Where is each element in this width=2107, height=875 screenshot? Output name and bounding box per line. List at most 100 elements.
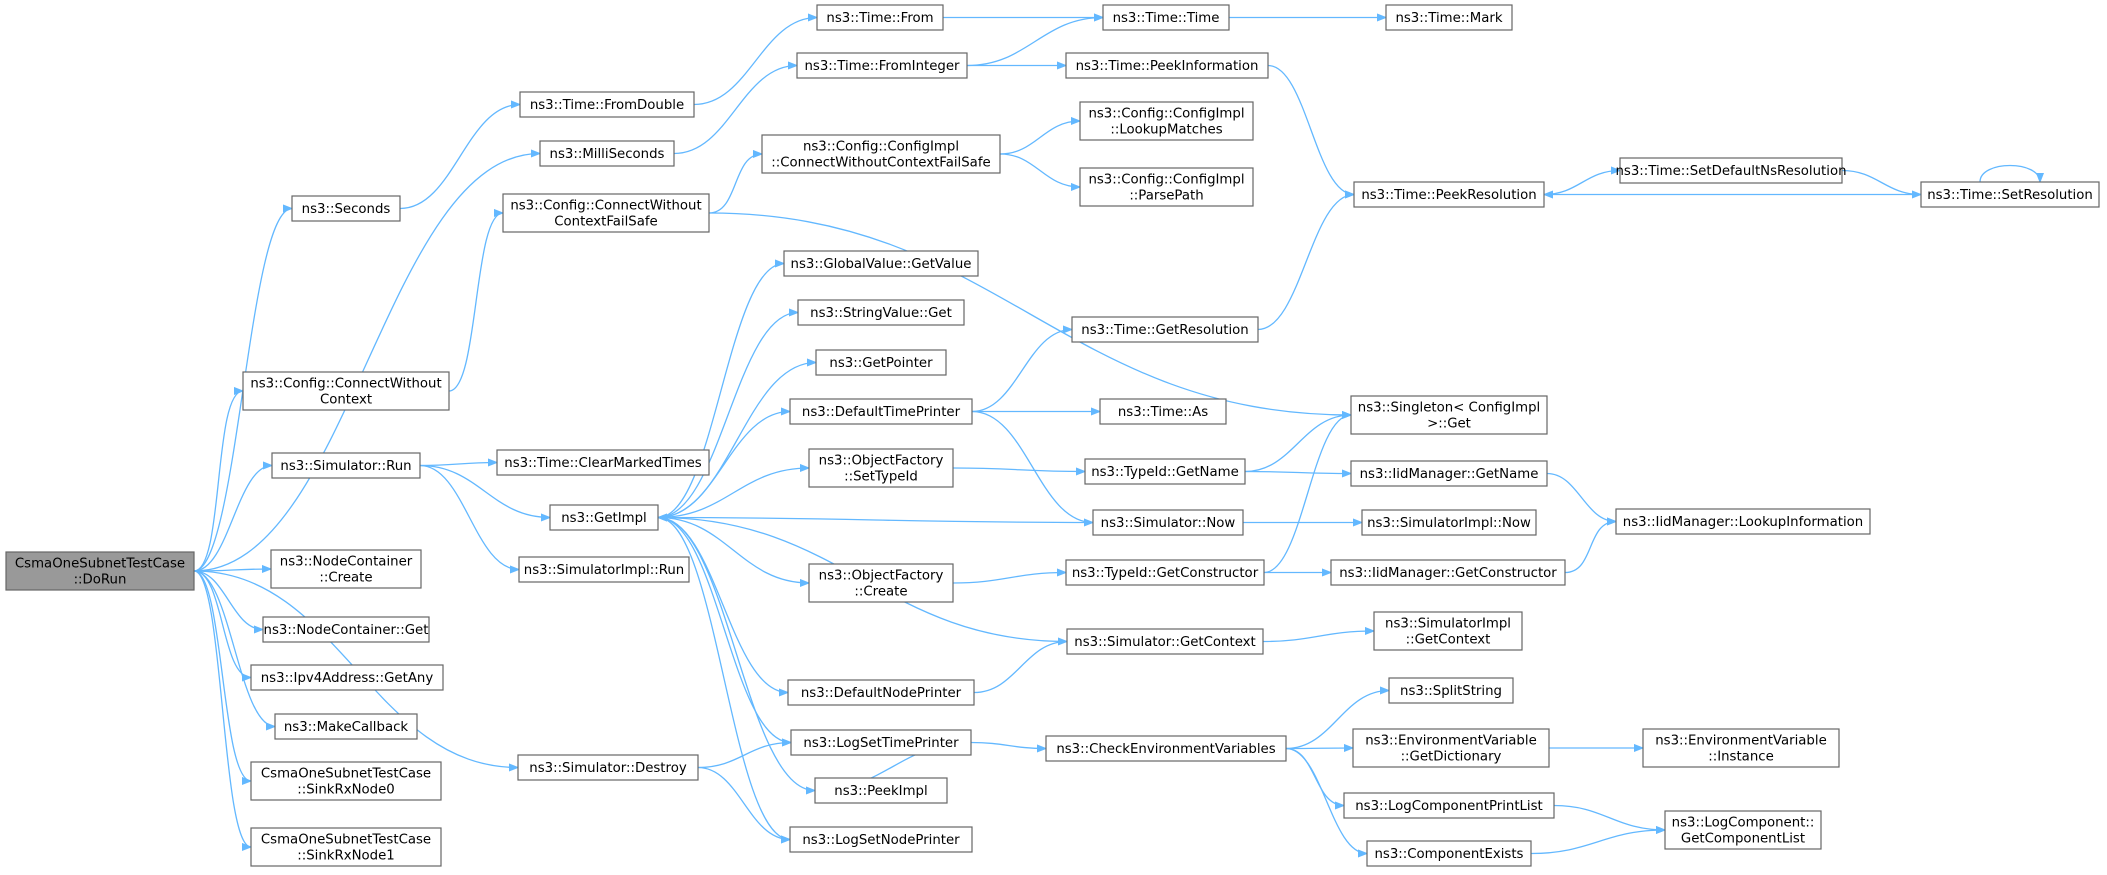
node-getimpl[interactable]: ns3::GetImpl bbox=[549, 504, 659, 531]
node-box[interactable] bbox=[787, 679, 975, 706]
node-iidgetctor[interactable]: ns3::IidManager::GetConstructor bbox=[1330, 559, 1566, 586]
node-box[interactable] bbox=[789, 398, 973, 425]
node-box[interactable] bbox=[1350, 460, 1548, 487]
node-box[interactable] bbox=[1045, 735, 1287, 762]
node-box[interactable] bbox=[1366, 840, 1532, 867]
node-box[interactable] bbox=[291, 195, 401, 222]
node-box[interactable] bbox=[1079, 167, 1254, 207]
node-frominteger[interactable]: ns3::Time::FromInteger bbox=[796, 52, 968, 79]
node-box[interactable] bbox=[262, 616, 430, 643]
node-box[interactable] bbox=[790, 729, 972, 756]
node-box[interactable] bbox=[1066, 628, 1264, 655]
node-box[interactable] bbox=[1350, 395, 1548, 435]
node-box[interactable] bbox=[1065, 52, 1269, 79]
node-ofsettypeid[interactable]: ns3::ObjectFactory::SetTypeId bbox=[808, 448, 954, 488]
node-simdestroy[interactable]: ns3::Simulator::Destroy bbox=[517, 754, 699, 781]
node-box[interactable] bbox=[519, 91, 695, 118]
node-box[interactable] bbox=[1615, 508, 1871, 535]
node-gvgetvalue[interactable]: ns3::GlobalValue::GetValue bbox=[783, 250, 979, 277]
node-lookupmatches[interactable]: ns3::Config::ConfigImpl::LookupMatches bbox=[1079, 101, 1254, 141]
node-box[interactable] bbox=[1619, 157, 1843, 184]
node-box[interactable] bbox=[539, 140, 675, 167]
node-box[interactable] bbox=[1353, 181, 1545, 208]
node-getres[interactable]: ns3::Time::GetResolution bbox=[1071, 316, 1259, 343]
node-simimplnow[interactable]: ns3::SimulatorImpl::Now bbox=[1361, 509, 1537, 536]
node-box[interactable] bbox=[816, 4, 944, 31]
node-peekres[interactable]: ns3::Time::PeekResolution bbox=[1353, 181, 1545, 208]
node-box[interactable] bbox=[250, 664, 444, 691]
node-box[interactable] bbox=[271, 452, 421, 479]
node-simrun[interactable]: ns3::Simulator::Run bbox=[271, 452, 421, 479]
node-singletonget[interactable]: ns3::Singleton< ConfigImpl >::Get bbox=[1350, 395, 1548, 435]
node-ipv4any[interactable]: ns3::Ipv4Address::GetAny bbox=[250, 664, 444, 691]
node-box[interactable] bbox=[1373, 611, 1523, 651]
node-seconds[interactable]: ns3::Seconds bbox=[291, 195, 401, 222]
node-box[interactable] bbox=[1102, 4, 1230, 31]
node-box[interactable] bbox=[1099, 398, 1227, 425]
node-box[interactable] bbox=[242, 371, 450, 411]
node-compexists[interactable]: ns3::ComponentExists bbox=[1366, 840, 1532, 867]
node-peekimpl[interactable]: ns3::PeekImpl bbox=[814, 777, 948, 804]
node-setres[interactable]: ns3::Time::SetResolution bbox=[1920, 181, 2100, 208]
node-checkenv[interactable]: ns3::CheckEnvironmentVariables bbox=[1045, 735, 1287, 762]
node-logsettimeprinter[interactable]: ns3::LogSetTimePrinter bbox=[790, 729, 972, 756]
node-millis[interactable]: ns3::MilliSeconds bbox=[539, 140, 675, 167]
node-box[interactable] bbox=[808, 563, 954, 603]
node-time[interactable]: ns3::Time::Time bbox=[1102, 4, 1230, 31]
node-box[interactable] bbox=[1664, 810, 1822, 850]
node-peekinfo[interactable]: ns3::Time::PeekInformation bbox=[1065, 52, 1269, 79]
node-typeidgetname[interactable]: ns3::TypeId::GetName bbox=[1084, 458, 1246, 485]
node-logcompgetlist[interactable]: ns3::LogComponent::GetComponentList bbox=[1664, 810, 1822, 850]
node-box[interactable] bbox=[797, 299, 965, 326]
node-box[interactable] bbox=[1343, 792, 1555, 819]
node-simimplrun[interactable]: ns3::SimulatorImpl::Run bbox=[518, 556, 690, 583]
node-box[interactable] bbox=[1361, 509, 1537, 536]
node-logsetnodeprinter[interactable]: ns3::LogSetNodePrinter bbox=[789, 826, 973, 853]
node-from[interactable]: ns3::Time::From bbox=[816, 4, 944, 31]
node-connwc[interactable]: ns3::Config::ConnectWithoutContext bbox=[242, 371, 450, 411]
node-box[interactable] bbox=[808, 448, 954, 488]
node-logcompprintlist[interactable]: ns3::LogComponentPrintList bbox=[1343, 792, 1555, 819]
node-box[interactable] bbox=[1084, 458, 1246, 485]
node-iidgetname[interactable]: ns3::IidManager::GetName bbox=[1350, 460, 1548, 487]
node-box[interactable] bbox=[1642, 728, 1840, 768]
node-box[interactable] bbox=[1388, 677, 1514, 704]
node-box[interactable] bbox=[502, 193, 710, 233]
node-simimplgetctx[interactable]: ns3::SimulatorImpl::GetContext bbox=[1373, 611, 1523, 651]
node-box[interactable] bbox=[761, 134, 1001, 174]
node-nget[interactable]: ns3::NodeContainer::Get bbox=[262, 616, 430, 643]
node-sink0[interactable]: CsmaOneSubnetTestCase::SinkRxNode0 bbox=[250, 761, 442, 801]
node-timeas[interactable]: ns3::Time::As bbox=[1099, 398, 1227, 425]
node-iidlookup[interactable]: ns3::IidManager::LookupInformation bbox=[1615, 508, 1871, 535]
node-envgetdict[interactable]: ns3::EnvironmentVariable::GetDictionary bbox=[1352, 728, 1550, 768]
node-box[interactable] bbox=[274, 713, 418, 740]
node-ncreate[interactable]: ns3::NodeContainer::Create bbox=[270, 549, 422, 589]
node-clearmarked[interactable]: ns3::Time::ClearMarkedTimes bbox=[496, 449, 710, 476]
node-box[interactable] bbox=[783, 250, 979, 277]
node-sink1[interactable]: CsmaOneSubnetTestCase::SinkRxNode1 bbox=[250, 827, 442, 867]
node-box[interactable] bbox=[250, 761, 442, 801]
node-box[interactable] bbox=[5, 551, 195, 591]
node-box[interactable] bbox=[789, 826, 973, 853]
node-fromdouble[interactable]: ns3::Time::FromDouble bbox=[519, 91, 695, 118]
node-parsepath[interactable]: ns3::Config::ConfigImpl::ParsePath bbox=[1079, 167, 1254, 207]
node-connwcfs[interactable]: ns3::Config::ConnectWithoutContextFailSa… bbox=[502, 193, 710, 233]
node-box[interactable] bbox=[796, 52, 968, 79]
node-simnow[interactable]: ns3::Simulator::Now bbox=[1092, 509, 1244, 536]
node-envinstance[interactable]: ns3::EnvironmentVariable::Instance bbox=[1642, 728, 1840, 768]
node-simgetctx[interactable]: ns3::Simulator::GetContext bbox=[1066, 628, 1264, 655]
node-deftimeprinter[interactable]: ns3::DefaultTimePrinter bbox=[789, 398, 973, 425]
node-ofcreate[interactable]: ns3::ObjectFactory::Create bbox=[808, 563, 954, 603]
node-box[interactable] bbox=[270, 549, 422, 589]
node-box[interactable] bbox=[1330, 559, 1566, 586]
node-root[interactable]: CsmaOneSubnetTestCase::DoRun bbox=[5, 551, 195, 591]
node-box[interactable] bbox=[517, 754, 699, 781]
node-box[interactable] bbox=[549, 504, 659, 531]
node-setdefns[interactable]: ns3::Time::SetDefaultNsResolution bbox=[1615, 157, 1847, 184]
node-cimplconn[interactable]: ns3::Config::ConfigImpl::ConnectWithoutC… bbox=[761, 134, 1001, 174]
node-splitstring[interactable]: ns3::SplitString bbox=[1388, 677, 1514, 704]
node-box[interactable] bbox=[250, 827, 442, 867]
node-makecb[interactable]: ns3::MakeCallback bbox=[274, 713, 418, 740]
node-box[interactable] bbox=[1352, 728, 1550, 768]
node-mark[interactable]: ns3::Time::Mark bbox=[1385, 4, 1513, 31]
